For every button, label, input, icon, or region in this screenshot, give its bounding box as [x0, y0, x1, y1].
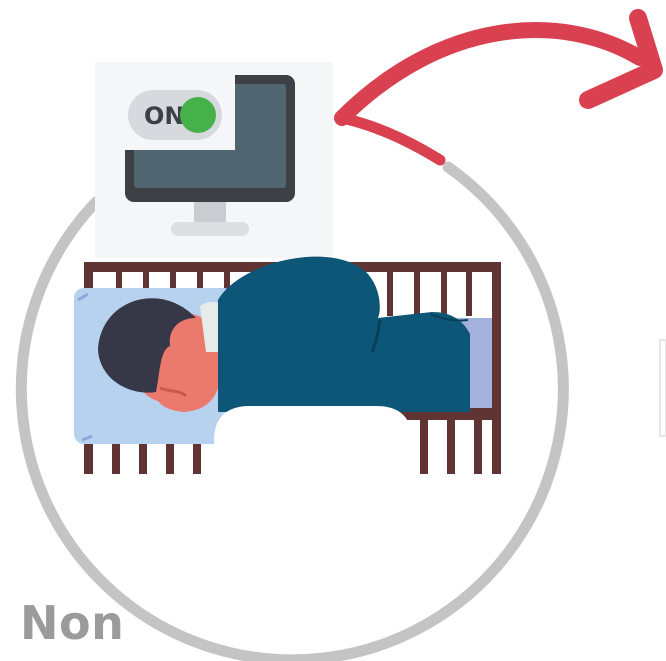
partial-frame	[660, 340, 666, 436]
caption-text: Non	[20, 596, 124, 650]
toggle-label: ON	[144, 102, 185, 130]
power-toggle[interactable]: ON	[128, 90, 222, 140]
curved-arrow-icon	[342, 18, 654, 160]
toggle-knob	[180, 97, 216, 133]
monitor-icon	[95, 62, 333, 258]
sleeping-person-in-crib-icon	[74, 257, 501, 474]
